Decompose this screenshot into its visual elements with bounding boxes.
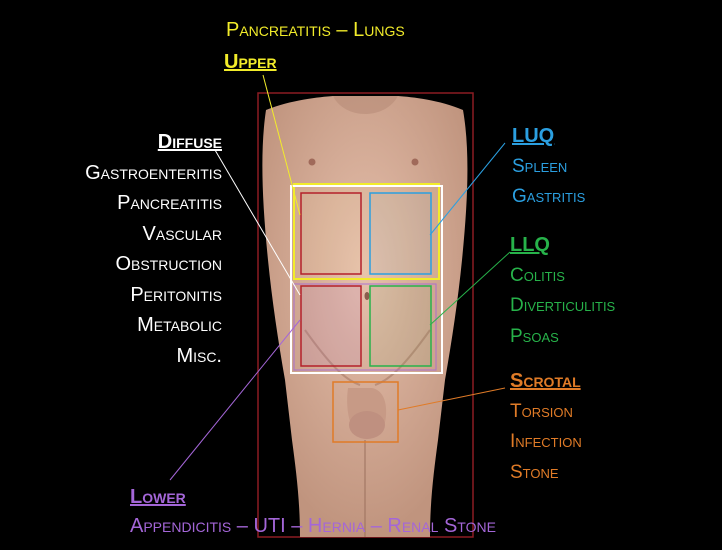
luq-item: Gastritis [512,186,585,217]
scrotal-list: Scrotal Torsion Infection Stone [510,370,582,492]
llq-list: LLQ Colitis Diverticulitis Psoas [510,234,615,356]
scrotal-item: Torsion [510,401,582,432]
lower-heading: Lower [130,487,186,507]
region-luq [370,193,431,274]
diffuse-item: Pancreatitis [85,192,222,223]
diffuse-heading: Diffuse [85,131,222,162]
diffuse-item: Gastroenteritis [85,162,222,193]
lower-text: Appendicitis – UTI – Hernia – Renal Ston… [130,516,496,536]
llq-item: Psoas [510,326,615,357]
scrotal-heading: Scrotal [510,370,582,401]
top-label: Pancreatitis – Lungs [226,20,405,40]
luq-list: LUQ Spleen Gastritis [512,125,585,217]
upper-heading: Upper [224,52,277,72]
diffuse-item: Obstruction [85,253,222,284]
region-llq [370,286,431,366]
llq-item: Colitis [510,265,615,296]
diffuse-item: Vascular [85,223,222,254]
diffuse-list: Diffuse Gastroenteritis Pancreatitis Vas… [85,131,222,375]
diffuse-item: Metabolic [85,314,222,345]
scrotal-item: Infection [510,431,582,462]
body-figure [262,96,467,537]
llq-heading: LLQ [510,234,615,265]
luq-heading: LUQ [512,125,585,156]
luq-item: Spleen [512,156,585,187]
diffuse-item: Misc. [85,345,222,376]
region-rlq [301,286,361,366]
scrotal-item: Stone [510,462,582,493]
llq-item: Diverticulitis [510,295,615,326]
diffuse-item: Peritonitis [85,284,222,315]
